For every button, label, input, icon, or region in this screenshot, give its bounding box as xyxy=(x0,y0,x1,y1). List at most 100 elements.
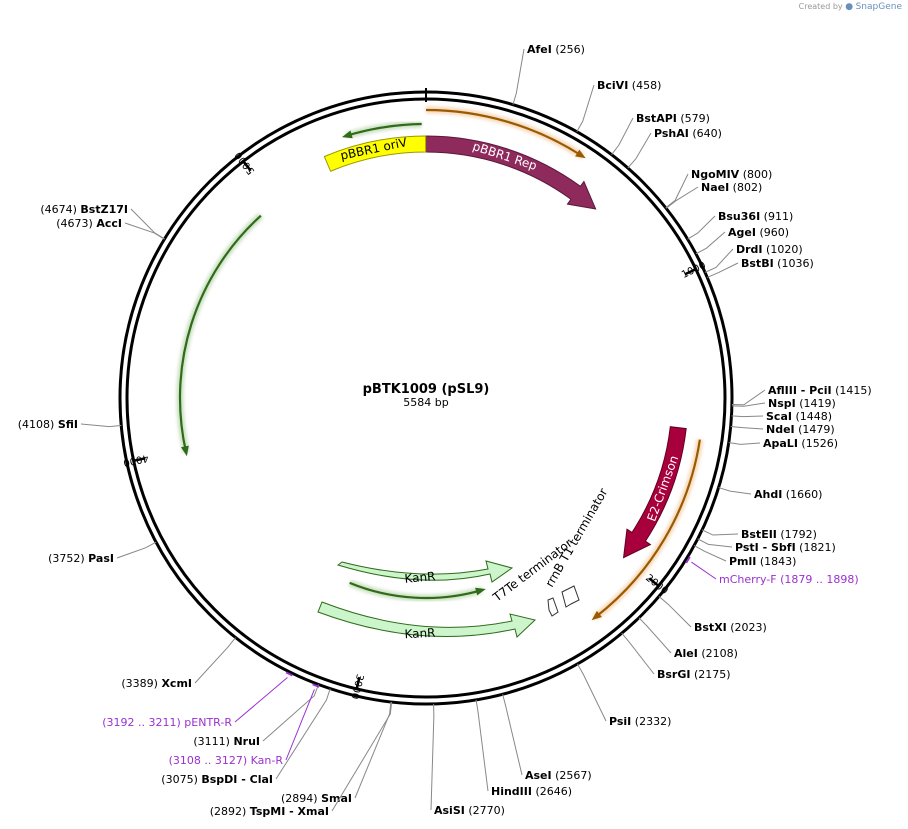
primer-label[interactable]: (3192 .. 3211) pENTR-R xyxy=(102,716,232,729)
primer-label[interactable]: mCherry-F (1879 .. 1898) xyxy=(719,573,859,586)
enzyme-label[interactable]: (2894) SmaI xyxy=(281,792,352,805)
enzyme-label[interactable]: BstXI (2023) xyxy=(694,621,767,634)
enzyme-leader-line xyxy=(687,215,716,240)
enzyme-leader-line xyxy=(576,84,595,132)
enzyme-label[interactable]: (4108) SfiI xyxy=(18,418,78,431)
enzyme-leader-line xyxy=(627,132,652,169)
credit-brand: SnapGene xyxy=(855,2,902,12)
enzyme-name-2: - XmaI xyxy=(285,805,329,818)
enzyme-label[interactable]: AseI (2567) xyxy=(525,769,592,782)
primer-marker xyxy=(285,671,293,677)
enzyme-label[interactable]: ApaLI (1526) xyxy=(763,437,838,450)
enzyme-leader-line xyxy=(512,48,525,105)
primer-range: (1879 .. 1898) xyxy=(777,573,859,586)
enzyme-label[interactable]: BciVI (458) xyxy=(597,79,661,92)
enzyme-label[interactable]: NdeI (1479) xyxy=(766,423,835,436)
enzyme-label[interactable]: AhdI (1660) xyxy=(754,488,822,501)
enzyme-leader-line xyxy=(430,703,435,811)
primer-marker xyxy=(312,683,320,688)
ruler-tick xyxy=(355,676,361,689)
enzyme-position: (256) xyxy=(552,43,585,56)
enzyme-name: BciVI xyxy=(597,79,628,92)
enzyme-sites: AfeI (256) BciVI (458) BstAPI (579) PshAI (… xyxy=(18,43,872,818)
enzyme-leader-line xyxy=(665,173,689,209)
enzyme-leader-line xyxy=(697,538,733,548)
enzyme-name: PstI xyxy=(735,541,759,554)
enzyme-label[interactable]: HindIII (2646) xyxy=(491,785,572,798)
enzyme-name: AseI xyxy=(525,769,552,782)
primer-leader-line xyxy=(285,689,315,761)
primer-leader-line xyxy=(234,677,288,723)
enzyme-label[interactable]: NgoMIV (800) xyxy=(691,168,772,181)
enzyme-position: (1479) xyxy=(795,423,835,436)
enzyme-name: AgeI xyxy=(728,226,756,239)
enzyme-name: ScaI xyxy=(766,410,792,423)
enzyme-name: AccI xyxy=(96,217,122,230)
enzyme-label[interactable]: (3075) BspDI - ClaI xyxy=(161,773,273,786)
enzyme-label[interactable]: AflIII - PciI (1415) xyxy=(768,384,872,397)
enzyme-label[interactable]: PshAI (640) xyxy=(654,127,722,140)
feature-pbbr1-oriv xyxy=(323,135,427,172)
enzyme-position: (2770) xyxy=(465,804,505,817)
orf-arrowhead xyxy=(475,587,486,596)
enzyme-label[interactable]: AgeI (960) xyxy=(728,226,789,239)
enzyme-label[interactable]: ScaI (1448) xyxy=(766,410,832,423)
feature-label-pbbr1-oriv: pBBR1 oriV xyxy=(339,135,409,163)
enzyme-name: BspDI xyxy=(201,773,237,786)
enzyme-label[interactable]: (3389) XcmI xyxy=(121,677,192,690)
enzyme-leader-line xyxy=(693,545,727,562)
enzyme-label[interactable]: PsiI (2332) xyxy=(609,715,671,728)
enzyme-leader-line xyxy=(116,541,157,559)
enzyme-label[interactable]: BstBI (1036) xyxy=(741,257,814,270)
enzyme-label[interactable]: (4673) AccI xyxy=(56,217,122,230)
primer-name: mCherry-F xyxy=(719,573,777,586)
enzyme-leader-line xyxy=(707,262,739,278)
enzyme-label[interactable]: NspI (1419) xyxy=(768,397,836,410)
enzyme-label[interactable]: (4674) BstZ17I xyxy=(40,203,128,216)
enzyme-label[interactable]: NaeI (802) xyxy=(701,181,762,194)
enzyme-position: (1843) xyxy=(756,555,796,568)
primer-label[interactable]: (3108 .. 3127) Kan-R xyxy=(169,754,284,767)
enzyme-position: (2892) xyxy=(210,805,250,818)
enzyme-leader-line xyxy=(502,694,523,776)
enzyme-position: (3752) xyxy=(48,552,88,565)
enzyme-name: BstAPI xyxy=(636,112,677,125)
enzyme-label[interactable]: (3111) NruI xyxy=(193,735,260,748)
enzyme-name: AhdI xyxy=(754,488,782,501)
enzyme-name: BstZ17I xyxy=(80,203,128,216)
enzyme-label[interactable]: Bsu36I (911) xyxy=(718,210,793,223)
enzyme-name-2: - PciI xyxy=(797,384,832,397)
orf-arc xyxy=(594,439,701,619)
enzyme-label[interactable]: BstAPI (579) xyxy=(636,112,710,125)
primer-sites: mCherry-F (1879 .. 1898) (3192 .. 3211) p… xyxy=(102,556,859,767)
enzyme-position: (960) xyxy=(756,226,789,239)
enzyme-name: NdeI xyxy=(766,423,795,436)
orf-arrowhead xyxy=(341,130,353,139)
enzyme-leader-line xyxy=(730,426,764,430)
enzyme-label[interactable]: AsiSI (2770) xyxy=(434,804,505,817)
orf-arc xyxy=(425,108,583,158)
enzyme-label[interactable]: PstI - SbfI (1821) xyxy=(735,541,836,554)
enzyme-position: (4674) xyxy=(40,203,80,216)
enzyme-name: XcmI xyxy=(161,677,192,690)
enzyme-name: PasI xyxy=(88,552,114,565)
ruler-tick xyxy=(648,577,659,587)
enzyme-label[interactable]: BsrGI (2175) xyxy=(657,668,731,681)
enzyme-position: (579) xyxy=(677,112,710,125)
enzyme-label[interactable]: DrdI (1020) xyxy=(736,243,803,256)
enzyme-position: (458) xyxy=(628,79,661,92)
enzyme-label[interactable]: (3752) PasI xyxy=(48,552,114,565)
enzyme-label[interactable]: (2892) TspMI - XmaI xyxy=(210,805,329,818)
plasmid-name: pBTK1009 (pSL9) xyxy=(363,382,490,397)
primer-marker xyxy=(685,556,691,564)
enzyme-label[interactable]: AfeI (256) xyxy=(527,43,585,56)
enzyme-label[interactable]: AleI (2108) xyxy=(674,647,738,660)
enzyme-position: (1419) xyxy=(796,397,836,410)
enzyme-label[interactable]: BstEII (1792) xyxy=(741,528,817,541)
enzyme-name: AsiSI xyxy=(434,804,465,817)
enzyme-label[interactable]: PmlI (1843) xyxy=(729,555,796,568)
ruler-tick xyxy=(134,457,146,462)
enzyme-position: (911) xyxy=(760,210,793,223)
feature-kanr-2 xyxy=(317,601,537,638)
